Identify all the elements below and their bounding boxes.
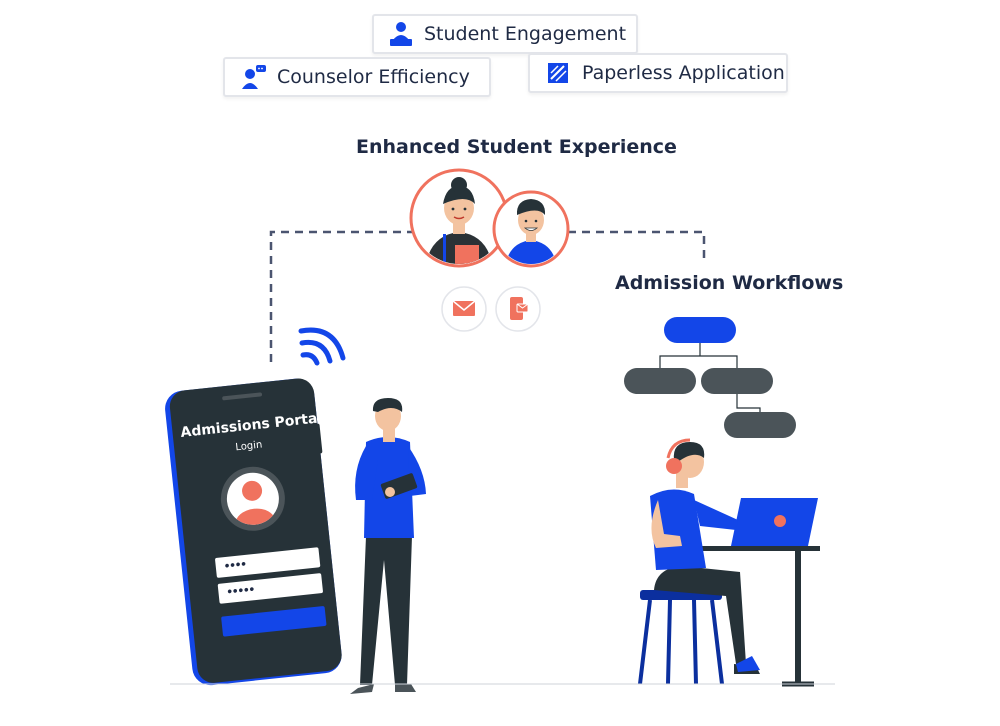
enhanced-experience-heading: Enhanced Student Experience (356, 136, 677, 158)
male-student-avatar (492, 190, 570, 268)
counselor-chat-icon (239, 63, 267, 91)
workflow-node-bottom (724, 412, 796, 438)
workflow-diagram (624, 317, 796, 438)
dashed-connector (269, 230, 706, 362)
student-engagement-label: Student Engagement (424, 23, 627, 45)
student-engagement-chip: Student Engagement (372, 14, 638, 54)
password-field (217, 573, 323, 604)
female-student-avatar (409, 168, 509, 268)
wifi-signal-icon (298, 327, 346, 366)
admissions-portal-title: Admissions Portal (179, 410, 323, 441)
illustration-scene (165, 168, 835, 694)
paperless-application-label: Paperless Application (582, 62, 785, 84)
phone-device (165, 378, 342, 686)
password-mask: ••••• (226, 581, 256, 599)
username-field (215, 547, 321, 578)
email-icon (441, 286, 487, 332)
counselor-efficiency-label: Counselor Efficiency (277, 66, 470, 88)
workflow-start-node (664, 317, 736, 343)
student-laptop-icon (388, 20, 414, 48)
login-label: Login (234, 439, 263, 454)
sitting-woman-laptop-figure (638, 438, 820, 687)
username-mask: •••• (223, 555, 248, 574)
workflow-node-left (624, 368, 696, 394)
counselor-efficiency-chip: Counselor Efficiency (223, 57, 491, 97)
paperless-application-chip: Paperless Application (528, 53, 788, 93)
admission-workflows-heading: Admission Workflows (615, 272, 844, 294)
workflow-node-right (701, 368, 773, 394)
standing-man-figure (350, 398, 426, 694)
paperless-document-icon (544, 59, 572, 87)
mobile-message-icon (495, 286, 541, 332)
login-button (221, 606, 327, 637)
